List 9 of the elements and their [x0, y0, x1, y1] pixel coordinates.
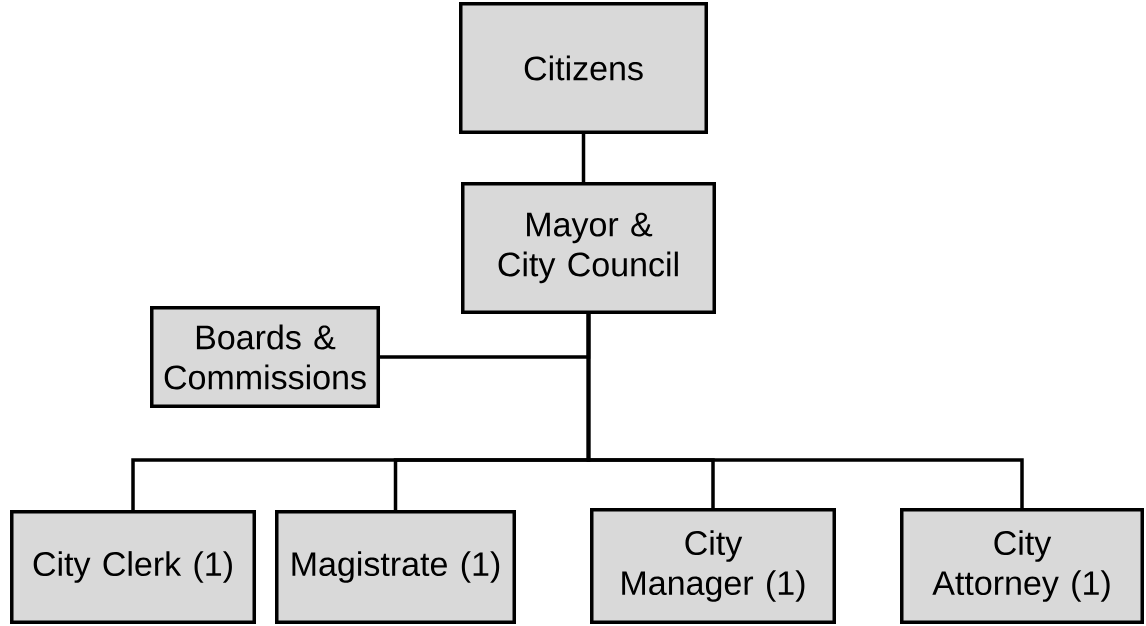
connector-line: [586, 314, 1024, 508]
org-box: City Manager (1): [590, 508, 836, 624]
org-box: Citizens: [459, 2, 708, 134]
org-box: Boards & Commissions: [150, 306, 380, 408]
org-box: City Attorney (1): [900, 508, 1144, 624]
org-box: Mayor & City Council: [461, 182, 716, 314]
connector-line: [581, 134, 586, 182]
org-box: City Clerk (1): [10, 510, 256, 624]
org-box: Magistrate (1): [275, 510, 516, 624]
